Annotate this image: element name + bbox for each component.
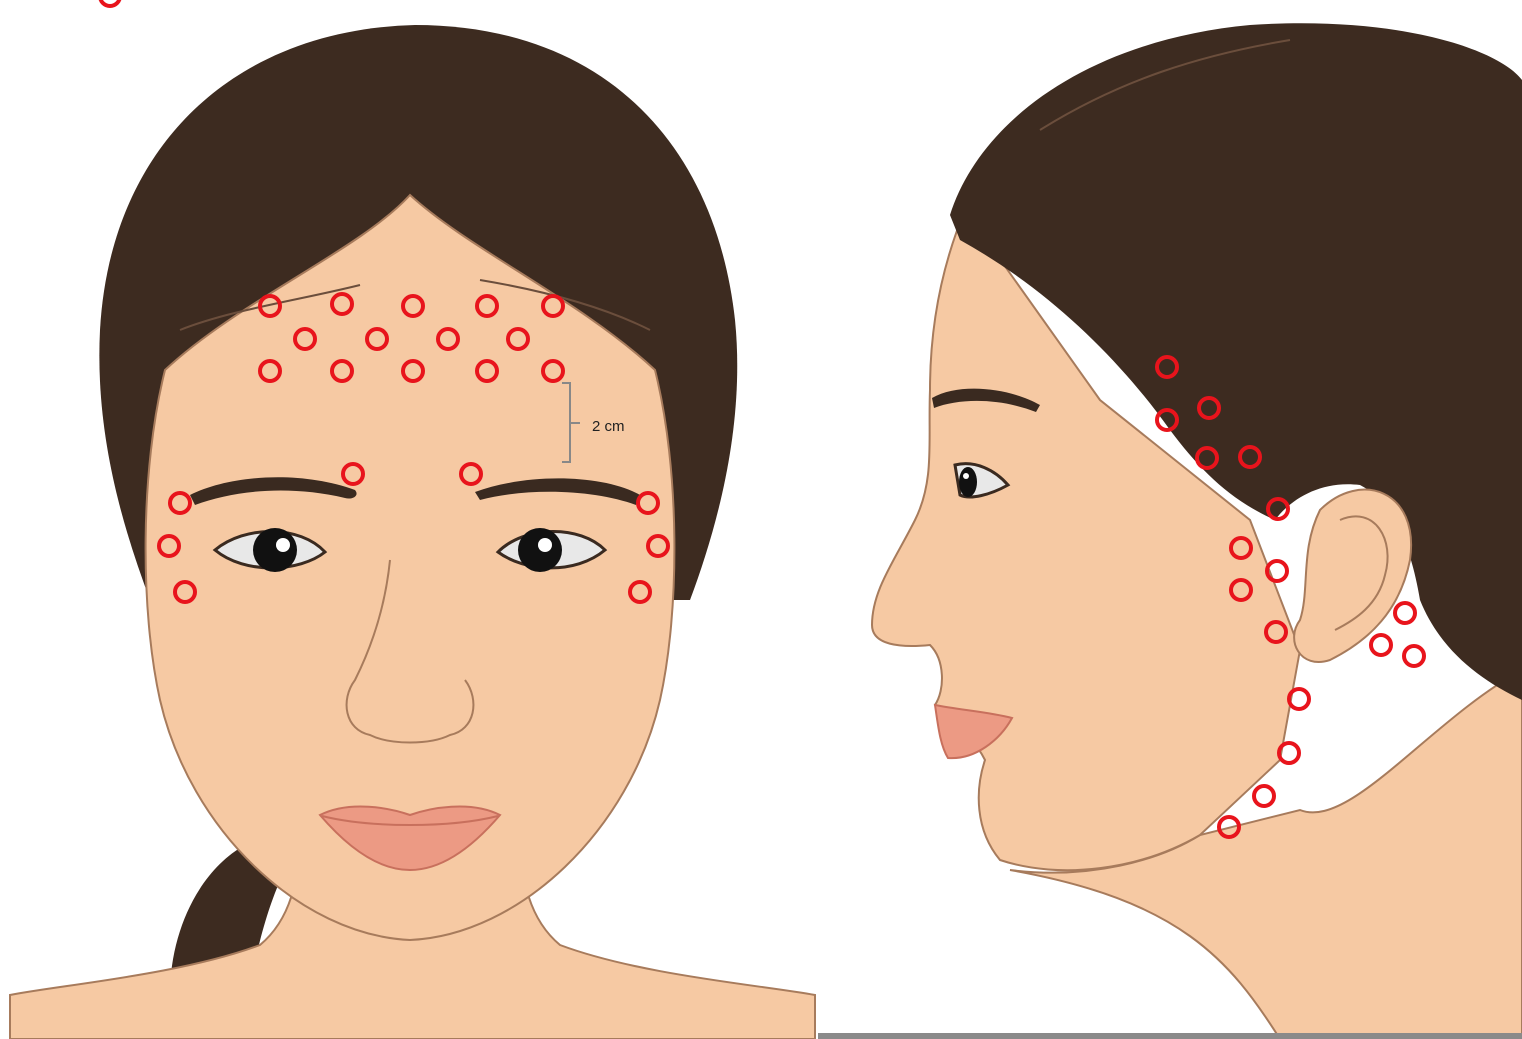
- side-view: [818, 23, 1522, 1039]
- floor-line: [818, 1033, 1522, 1039]
- front-view: 2 cm: [10, 25, 815, 1039]
- side-ear: [1294, 490, 1411, 662]
- injection-site-marker: [1404, 646, 1424, 666]
- injection-site-marker: [1371, 635, 1391, 655]
- injection-site-marker: [1395, 603, 1415, 623]
- legend-marker-icon: [100, 0, 120, 6]
- legend: [100, 0, 120, 6]
- injection-site-marker: [1254, 786, 1274, 806]
- measurement-label: 2 cm: [592, 418, 625, 435]
